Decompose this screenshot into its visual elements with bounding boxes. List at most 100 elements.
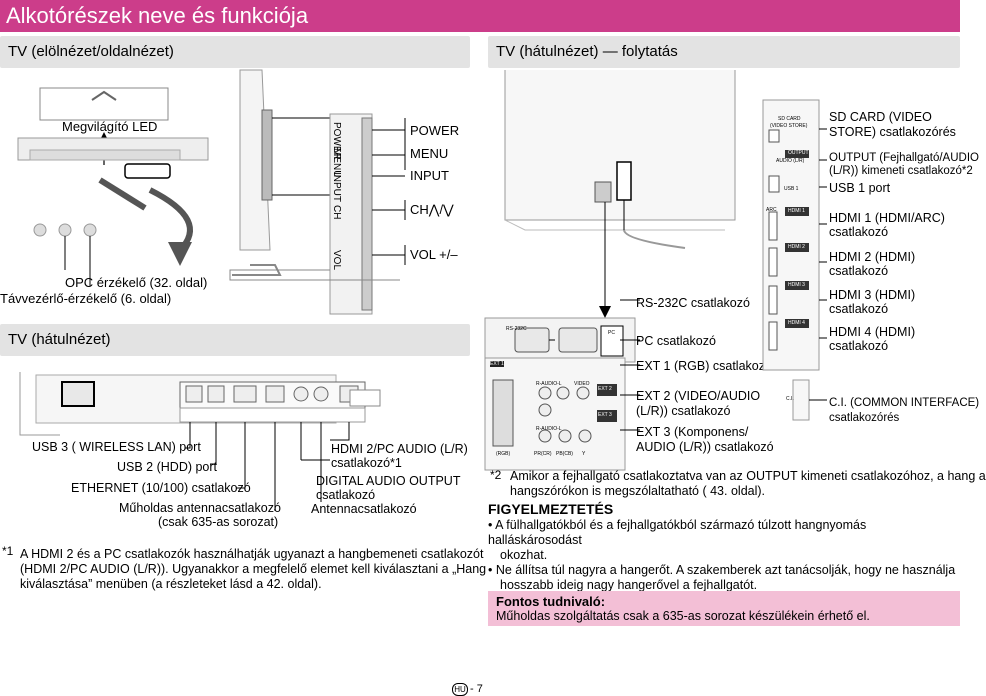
- power-label: POWER: [410, 123, 460, 138]
- panel-raudio2: R-AUDIO-L: [536, 426, 562, 432]
- remote-sensor-label: Távvezérlő-érzékelő (6. oldal): [0, 291, 172, 306]
- hdmi3-label: HDMI 3 (HDMI): [829, 288, 916, 302]
- rear-right-drawing: [762, 99, 827, 421]
- panel-videostore: (VIDEO STORE): [770, 123, 808, 129]
- antenna-label: Antennacsatlakozó: [311, 502, 417, 516]
- ch-label: CH⋀/⋁: [410, 202, 454, 217]
- back-section-bar: [0, 324, 470, 356]
- page-title: Alkotórészek neve és funkciója: [0, 0, 960, 32]
- panel-arc: ARC: [766, 207, 777, 213]
- front-section-bar: [0, 36, 470, 68]
- panel-hdmi1: HDMI 1: [788, 208, 805, 214]
- ethernet-label: ETHERNET (10/100) csatlakozó: [71, 481, 251, 495]
- back-cont-section-bar: [488, 36, 960, 68]
- panel-ch-label: CH: [331, 205, 342, 220]
- hdmi4-label-b: csatlakozó: [829, 339, 889, 353]
- page-number: - 7: [470, 683, 483, 695]
- output-label: OUTPUT (Fejhallgató/AUDIO: [829, 152, 979, 164]
- footnote2-line2: hangszórókon is megszólaltatható ( 43. o…: [510, 484, 766, 498]
- panel-raudio: R-AUDIO-L: [536, 381, 562, 387]
- footnote1-mark: *1: [2, 544, 14, 558]
- hdmi1-label: HDMI 1 (HDMI/ARC): [829, 211, 945, 225]
- usb2-label: USB 2 (HDD) port: [117, 460, 218, 474]
- pc-label: PC csatlakozó: [636, 334, 716, 348]
- rs232c-label: RS-232C csatlakozó: [636, 296, 750, 310]
- footnote1-line3: kiválasztása” menüben (a részleteket lás…: [20, 577, 322, 591]
- warning-item-cont: okozhat.: [500, 548, 548, 562]
- rear-mid-drawing: [484, 70, 736, 471]
- digital-audio-label: DIGITAL AUDIO OUTPUT: [316, 474, 461, 488]
- warning-item-text: A fülhallgatókból és a fejhallgatókból s…: [488, 518, 867, 547]
- panel-rgb: (RGB): [496, 451, 511, 457]
- led-zoom-box: [39, 87, 169, 121]
- hdmi2-pc-audio-label-b: csatlakozó*1: [331, 456, 402, 470]
- sat-antenna-label: Műholdas antennacsatlakozó: [119, 501, 281, 515]
- warning-title: FIGYELMEZTETÉS: [488, 501, 614, 517]
- sdcard-label-b: STORE) csatlakozórés: [829, 125, 956, 139]
- panel-input-label: INPUT: [331, 172, 342, 202]
- vol-label: VOL +/–: [410, 247, 458, 262]
- panel-output: OUTPUT: [788, 150, 809, 156]
- panel-rs232c: RS-232C: [506, 326, 527, 332]
- note-title: Fontos tudnivaló:: [496, 594, 606, 609]
- panel-ext2: EXT 2: [598, 386, 612, 392]
- opc-label: OPC érzékelő (32. oldal): [65, 275, 208, 290]
- footnote1-line2: (HDMI 2/PC AUDIO (L/R)). Ugyanakkor a me…: [20, 562, 487, 576]
- sdcard-label: SD CARD (VIDEO: [829, 110, 932, 124]
- language-badge: HU: [452, 683, 468, 696]
- ci-label: C.I. (COMMON INTERFACE): [829, 397, 980, 409]
- ext1-label: EXT 1 (RGB) csatlakozó: [636, 359, 772, 373]
- usb3-label: USB 3 ( WIRELESS LAN) port: [32, 440, 201, 454]
- panel-hdmi2: HDMI 2: [788, 244, 805, 250]
- panel-ext1: EXT 1: [490, 361, 504, 367]
- panel-usb1: USB 1: [784, 186, 799, 192]
- back-cont-heading: TV (hátulnézet) — folytatás: [496, 43, 678, 60]
- hdmi2-pc-audio-label: HDMI 2/PC AUDIO (L/R): [331, 442, 468, 456]
- ci-label-b: csatlakozórés: [829, 412, 900, 424]
- panel-vol-label: VOL: [331, 250, 342, 271]
- menu-label: MENU: [410, 146, 449, 161]
- warning-item: • Ne állítsa túl nagyra a hangerőt. A sz…: [488, 563, 956, 577]
- warning-item-cont: hosszabb ideig nagy hangerővel a fejhall…: [500, 578, 758, 592]
- hdmi1-label-b: csatlakozó: [829, 225, 889, 239]
- rear-view-drawing: [19, 372, 381, 511]
- footnote2-mark: *2: [490, 468, 502, 482]
- ext3-label: EXT 3 (Komponens/: [636, 425, 749, 439]
- footnote1-line1: A HDMI 2 és a PC csatlakozók használhatj…: [20, 547, 484, 561]
- sat-antenna-note: (csak 635-as sorozat): [158, 515, 279, 529]
- warning-item-text: Ne állítsa túl nagyra a hangerőt. A szak…: [495, 563, 956, 577]
- warning-item: • A fülhallgatókból és a fejhallgatókból…: [488, 518, 867, 547]
- panel-pbcb: PB(CB): [556, 451, 573, 457]
- panel-prcr: PR(CR): [534, 451, 552, 457]
- ext2-label-b: (L/R)) csatlakozó: [636, 404, 731, 418]
- panel-y: Y: [582, 451, 586, 457]
- ext-leader-lines: [620, 299, 640, 431]
- panel-sdcard: SD CARD: [778, 116, 801, 122]
- back-heading: TV (hátulnézet): [8, 331, 111, 348]
- panel-hdmi4: HDMI 4: [788, 320, 805, 326]
- usb1-label: USB 1 port: [829, 181, 891, 195]
- hdmi3-label-b: csatlakozó: [829, 302, 889, 316]
- input-label: INPUT: [410, 168, 449, 183]
- ext2-label: EXT 2 (VIDEO/AUDIO: [636, 389, 761, 403]
- hdmi2-label-b: csatlakozó: [829, 264, 889, 278]
- led-chevron: [91, 90, 117, 101]
- panel-ci: C.I.: [786, 396, 794, 402]
- note-box: Fontos tudnivaló: Műholdas szolgáltatás …: [488, 591, 960, 626]
- digital-audio-label-b: csatlakozó: [316, 488, 376, 502]
- front-heading: TV (elölnézet/oldalnézet): [8, 43, 174, 60]
- note-text: Műholdas szolgáltatás csak a 635-as soro…: [496, 609, 870, 623]
- ext3-label-b: AUDIO (L/R)) csatlakozó: [636, 440, 774, 454]
- panel-audio: AUDIO (L/R): [776, 158, 805, 164]
- panel-ext3: EXT 3: [598, 412, 612, 418]
- panel-pc: PC: [608, 330, 615, 336]
- output-label-b: (L/R)) kimeneti csatlakozó*2: [829, 165, 973, 177]
- hdmi4-label: HDMI 4 (HDMI): [829, 325, 916, 339]
- panel-video: VIDEO: [574, 381, 590, 387]
- front-view-drawing: [17, 69, 406, 315]
- led-label: Megvilágító LED: [62, 119, 158, 134]
- footnote2-line1: Amikor a fejhallgató csatlakoztatva van …: [510, 469, 986, 483]
- warning-section: FIGYELMEZTETÉS • A fülhallgatókból és a …: [488, 501, 960, 593]
- panel-hdmi3: HDMI 3: [788, 282, 805, 288]
- hdmi2-label: HDMI 2 (HDMI): [829, 250, 916, 264]
